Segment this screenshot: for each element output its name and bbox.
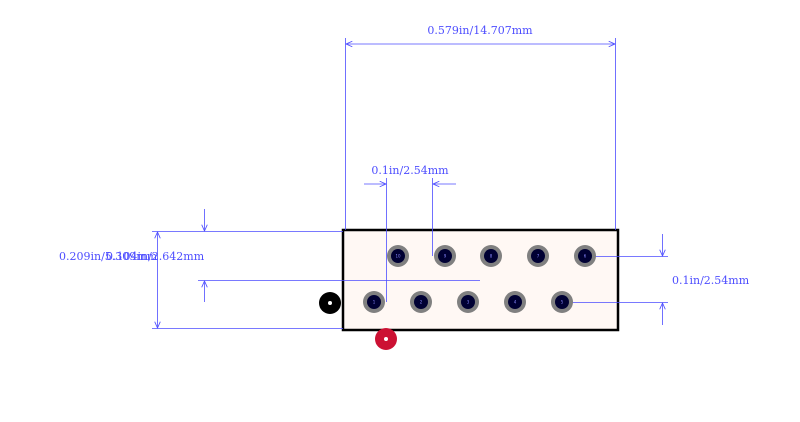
- pad-row-top: 10 9 8 7 6: [387, 245, 596, 267]
- dimension-height: [152, 209, 480, 329]
- pad-number: 5: [561, 300, 564, 305]
- pad-number: 10: [395, 254, 401, 259]
- pad-number: 7: [537, 254, 540, 259]
- pad-number: 2: [420, 300, 423, 305]
- dimension-vertical-pitch: [562, 234, 668, 325]
- pad: 4: [504, 291, 526, 313]
- pad: 2: [410, 291, 432, 313]
- pad-number: 4: [514, 300, 517, 305]
- pad: 8: [480, 245, 502, 267]
- dimension-height-label-b: 0.104in/2.642mm: [106, 250, 205, 263]
- dimension-horizontal-pitch-label: 0.1in/2.54mm: [371, 164, 449, 177]
- pad: 5: [551, 291, 573, 313]
- pad-number: 3: [467, 300, 470, 305]
- pad: 9: [434, 245, 456, 267]
- dimension-horizontal-pitch: [364, 178, 456, 302]
- dimension-overall-width: [345, 38, 616, 230]
- pad: 3: [457, 291, 479, 313]
- origin-marker: [375, 328, 397, 350]
- pin1-marker: [319, 292, 341, 314]
- dimension-vertical-pitch-label: 0.1in/2.54mm: [672, 274, 750, 287]
- pad: 1: [363, 291, 385, 313]
- pad-number: 1: [373, 300, 376, 305]
- pad-number: 9: [444, 254, 447, 259]
- pad-number: 8: [490, 254, 493, 259]
- pad-row-bottom: 1 2 3 4 5: [363, 291, 573, 313]
- pad: 6: [574, 245, 596, 267]
- pad: 10: [387, 245, 409, 267]
- dimension-overall-width-label: 0.579in/14.707mm: [427, 24, 533, 37]
- pad: 7: [527, 245, 549, 267]
- pad-number: 6: [584, 254, 587, 259]
- component-outline: [341, 228, 620, 332]
- dimension-height-label-a: 0.209in/5.309mm: [59, 250, 158, 263]
